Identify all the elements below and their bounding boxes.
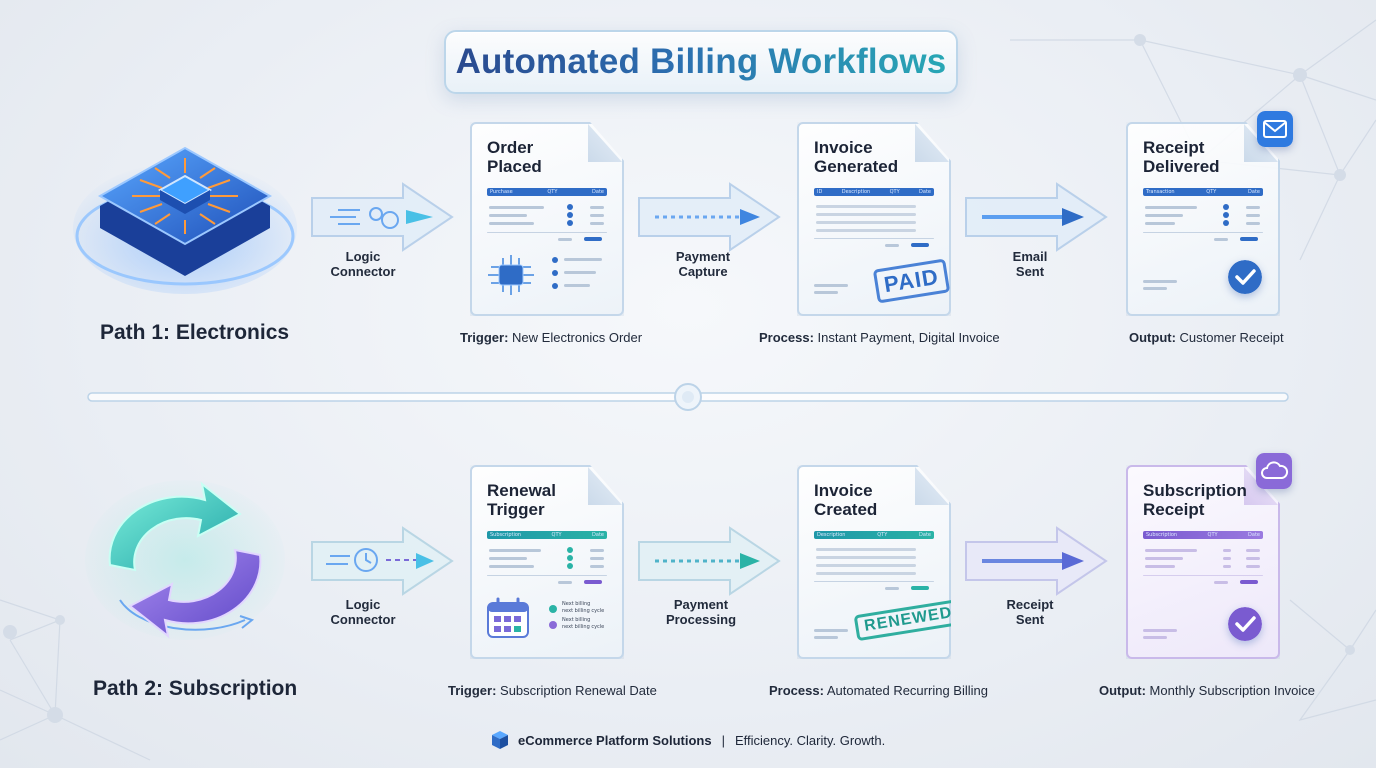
circuit-icon — [488, 255, 534, 295]
header-cell: QTY — [877, 532, 888, 538]
output-caption: Output: Customer Receipt — [1129, 330, 1284, 345]
document-title: Invoice Created — [814, 481, 878, 519]
header-cell: QTY — [1207, 532, 1218, 538]
header-cell: QTY — [889, 189, 900, 195]
table-header: Purchase QTY Date — [487, 188, 607, 196]
document-card-invoice-generated: Invoice Generated ID Description QTY Dat… — [797, 122, 951, 316]
document-card-renewal-trigger: Renewal Trigger Subscription QTY Date Ne… — [470, 465, 624, 659]
document-title: Order Placed — [487, 138, 542, 176]
header-cell: Subscription — [490, 532, 522, 538]
header-cell: Description — [817, 532, 846, 538]
connector-label: Receipt Sent — [1006, 597, 1054, 627]
path-2-label: Path 2: Subscription — [93, 677, 298, 700]
footer-tagline: Efficiency. Clarity. Growth. — [735, 732, 886, 748]
trigger-caption: Trigger: New Electronics Order — [460, 330, 643, 345]
footer-brand: eCommerce Platform Solutions — [518, 732, 712, 748]
document-title: Renewal Trigger — [487, 481, 556, 519]
calendar-icon — [487, 597, 529, 638]
document-title: Subscription Receipt — [1143, 481, 1247, 519]
checkmark-icon — [1228, 607, 1262, 641]
header-cell: Subscription — [1146, 532, 1178, 538]
checkmark-icon — [1228, 260, 1262, 294]
table-header: Description QTY Date — [814, 531, 934, 539]
process-caption: Process: Automated Recurring Billing — [769, 683, 988, 698]
connector-label: Payment Processing — [665, 597, 737, 627]
path-1-label: Path 1: Electronics — [100, 321, 290, 344]
document-card-subscription-receipt: Subscription Receipt Subscription QTY Da… — [1126, 465, 1280, 659]
table-header: Subscription QTY Date — [487, 531, 607, 539]
page-title: Automated Billing Workflows — [455, 42, 947, 81]
renewal-cycle-icon — [85, 480, 285, 640]
connector-label: Logic Connector — [330, 597, 396, 627]
arrow-connector-icon — [311, 526, 454, 596]
document-title: Receipt Delivered — [1143, 138, 1220, 176]
renewed-stamp: RENEWED — [853, 598, 951, 642]
process-caption: Process: Instant Payment, Digital Invoic… — [759, 330, 1000, 345]
cloud-icon — [1256, 453, 1292, 489]
arrow-connector-icon — [638, 526, 781, 596]
header-cell: Transaction — [1146, 189, 1175, 195]
header-cell: Date — [592, 532, 604, 538]
connector-label: Logic Connector — [330, 249, 396, 279]
arrow-connector-icon — [638, 182, 781, 252]
header-cell: Description — [841, 189, 871, 195]
cube-logo-icon — [492, 731, 508, 749]
document-card-order-placed: Order Placed Purchase QTY Date — [470, 122, 624, 316]
document-card-invoice-created: Invoice Created Description QTY Date REN… — [797, 465, 951, 659]
connector-label: Email Sent — [1012, 249, 1048, 279]
arrow-connector-icon — [965, 526, 1108, 596]
footer: eCommerce Platform Solutions | Efficienc… — [490, 731, 885, 749]
header-cell: Date — [592, 189, 604, 195]
paid-stamp: PAID — [872, 258, 951, 304]
header-cell: Date — [1248, 532, 1260, 538]
table-header: Transaction QTY Date — [1143, 188, 1263, 196]
header-cell: QTY — [1206, 189, 1217, 195]
output-caption: Output: Monthly Subscription Invoice — [1099, 683, 1316, 698]
table-header: ID Description QTY Date — [814, 188, 934, 196]
header-cell: Date — [1248, 189, 1260, 195]
header-cell: ID — [817, 189, 823, 195]
header-cell: Date — [919, 189, 931, 195]
document-title: Invoice Generated — [814, 138, 899, 176]
billing-note: Next billing next billing cycle — [562, 601, 605, 614]
arrow-connector-icon — [311, 182, 454, 252]
header-cell: Date — [919, 532, 931, 538]
billing-note: Next billing next billing cycle — [562, 617, 605, 630]
email-icon — [1257, 111, 1293, 147]
title-box: Automated Billing Workflows — [444, 30, 958, 94]
trigger-caption: Trigger: Subscription Renewal Date — [448, 683, 657, 698]
chip-icon — [73, 146, 297, 294]
section-divider — [87, 383, 1289, 411]
table-header: Subscription QTY Date — [1143, 531, 1263, 539]
header-cell: QTY — [547, 189, 558, 195]
connector-label: Payment Capture — [675, 249, 731, 279]
header-cell: Purchase — [490, 189, 513, 195]
footer-separator: | — [721, 732, 725, 748]
header-cell: QTY — [551, 532, 562, 538]
document-card-receipt-delivered: Receipt Delivered Transaction QTY Date — [1126, 122, 1280, 316]
arrow-connector-icon — [965, 182, 1108, 252]
